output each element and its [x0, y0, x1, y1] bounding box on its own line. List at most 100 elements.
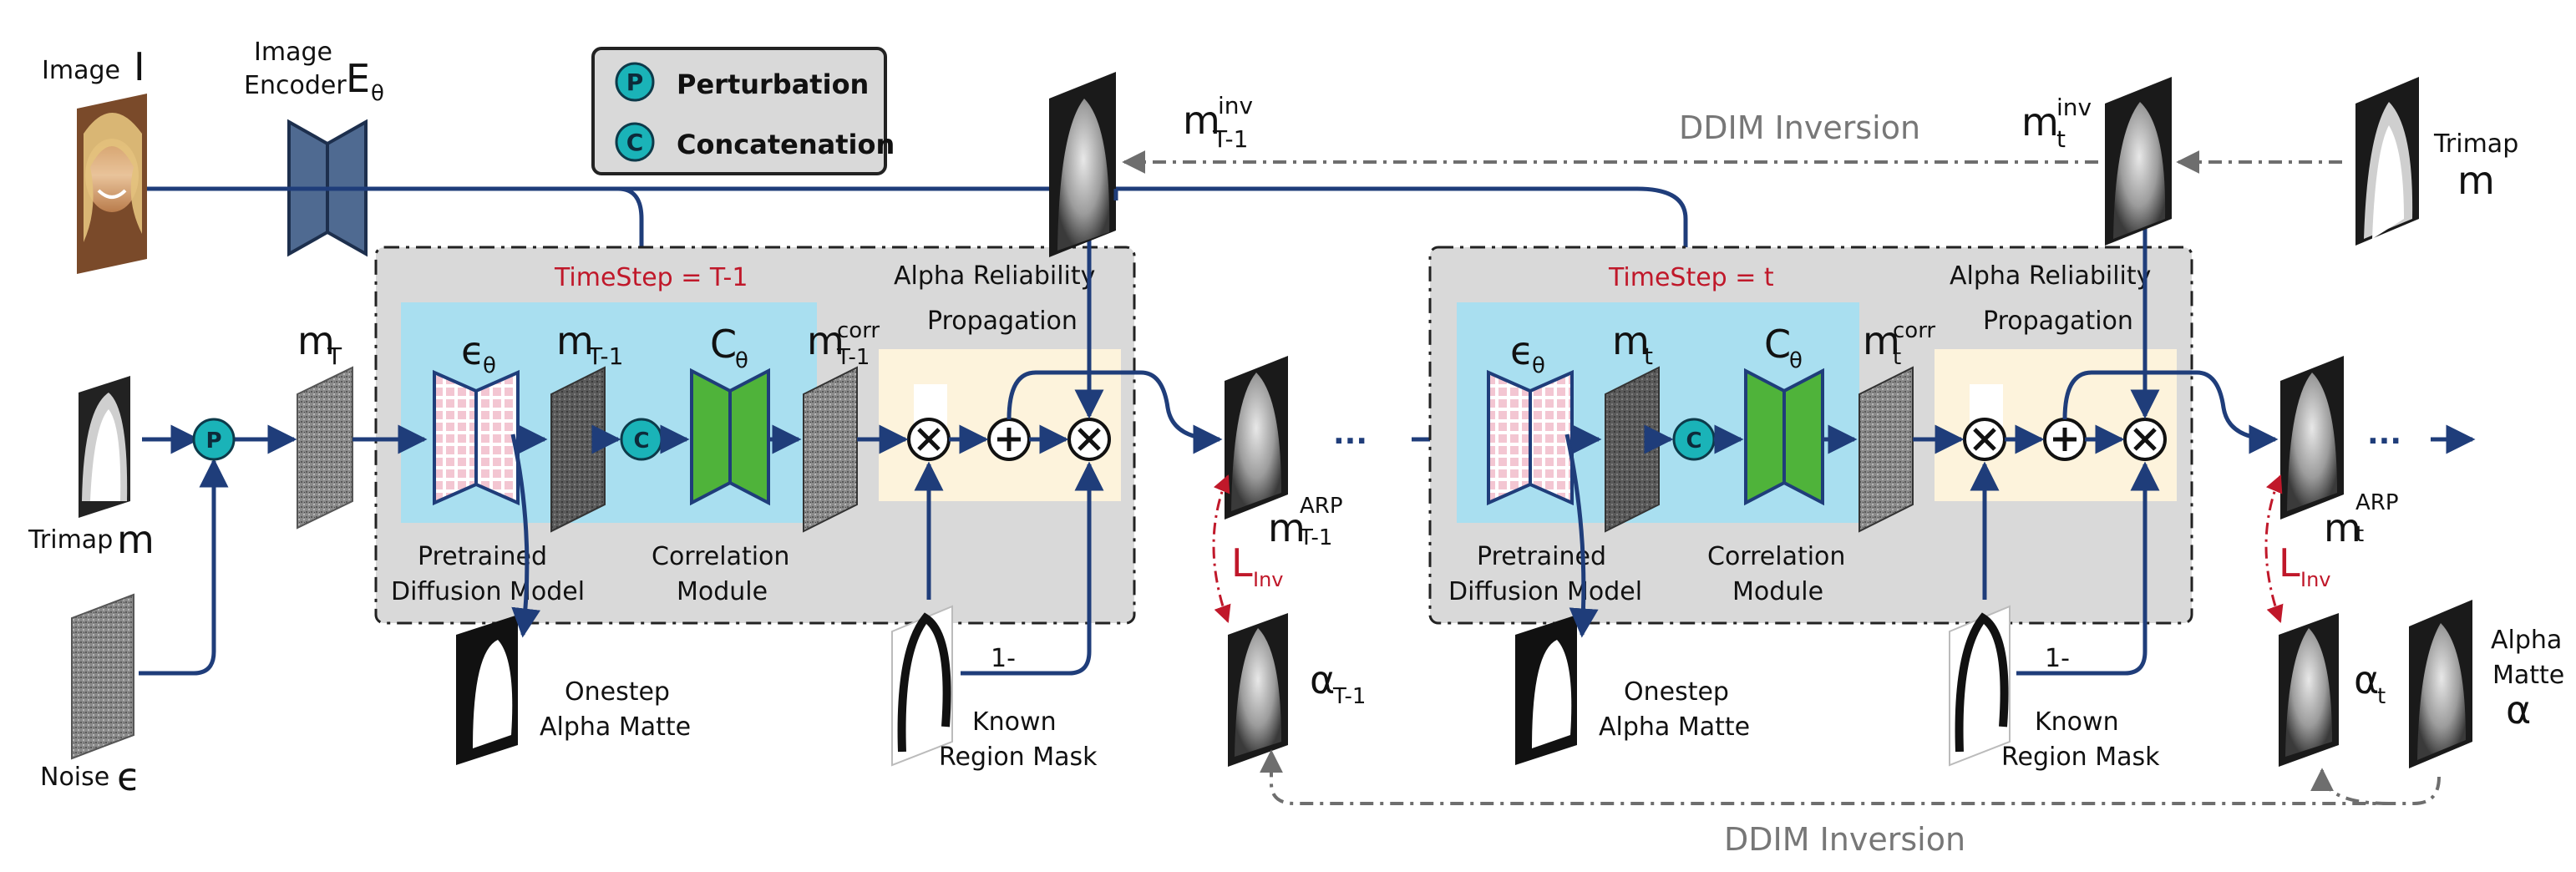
stage2-onestep-1: Onestep — [1624, 677, 1729, 707]
stage2-eps-sub: θ — [1532, 353, 1545, 378]
stage2-m-inv-label: m — [2021, 99, 2059, 144]
final-alpha-label-2: Matte — [2492, 661, 2564, 690]
stage-2: TimeStep = t Alpha Reliability Propagati… — [1428, 246, 2193, 742]
stage1-known-region-mask: Known Region Mask 1- — [891, 605, 1098, 772]
stage2-l-inv: L Inv — [2264, 474, 2331, 623]
stage2-m-prev-map — [1605, 366, 1660, 533]
ddim-inversion-bottom-label: DDIM Inversion — [1724, 821, 1965, 858]
trimap-label: Trimap — [28, 525, 113, 555]
stage1-m-corr-sup: corr — [837, 318, 880, 343]
stage1-eps: ϵ — [461, 328, 484, 373]
stage1-ops — [907, 418, 1111, 461]
stage2-timestep: TimeStep = t — [1608, 263, 1774, 292]
stage2-known-2: Region Mask — [2001, 743, 2160, 772]
stage1-pretrained-2: Diffusion Model — [391, 577, 585, 606]
noise-input: Noise ϵ — [40, 593, 140, 799]
stage2-m-inv-sup: inv — [2056, 94, 2092, 121]
encoder-subscript: θ — [371, 81, 384, 106]
stage2-known-1: Known — [2035, 707, 2119, 737]
concatenation-op-icon — [615, 122, 655, 162]
perturbation-op-symbol: P — [205, 428, 221, 454]
stage2-m-prev-sub: t — [1644, 342, 1653, 370]
stage1-m-corr: m — [807, 318, 844, 363]
final-alpha-label-1: Alpha — [2491, 626, 2562, 655]
stage2-eps: ϵ — [1510, 328, 1534, 373]
final-alpha-symbol: α — [2506, 687, 2531, 733]
stage1-onestep-1: Onestep — [565, 677, 670, 707]
legend-p-symbol: P — [626, 68, 644, 96]
stage1-eps-sub: θ — [483, 353, 496, 378]
stage2-l-inv-label: L — [2279, 540, 2300, 586]
stage1-onestep-alpha-matte — [456, 615, 518, 765]
stage2-m-inv: m inv t — [2021, 77, 2172, 246]
encoder-label-2: Encoder — [244, 71, 347, 100]
stage1-one-minus: 1- — [991, 644, 1016, 673]
stage2-corr-module-sub: θ — [1789, 348, 1803, 373]
stage2-m-arp-sub: t — [2355, 522, 2364, 547]
stage1-m-prev-sub: T-1 — [587, 342, 623, 370]
stage1-m-arp-label: m — [1268, 505, 1306, 550]
stage1-m-prev: m — [556, 318, 594, 363]
stage2-m-corr: m — [1863, 318, 1900, 363]
stage1-correlation-1: Correlation — [652, 542, 789, 571]
stage2-correlation-module — [1744, 368, 1824, 506]
stage1-arp-title-1: Alpha Reliability — [894, 261, 1095, 291]
stage2-pretrained-2: Diffusion Model — [1448, 577, 1642, 606]
ddim-inversion-bottom-path — [1260, 749, 2441, 805]
trimap-input: Trimap m — [28, 376, 155, 562]
stage1-m-inv: m inv T-1 — [1049, 72, 1253, 257]
noise-label: Noise — [40, 763, 109, 792]
top-right-trimap-label: Trimap — [2433, 129, 2518, 159]
final-alpha-matte: Alpha Matte α — [2409, 600, 2564, 768]
legend-perturbation-label: Perturbation — [677, 68, 869, 100]
stage2-correlation-1: Correlation — [1707, 542, 1845, 571]
stage2-pretrained-1: Pretrained — [1477, 542, 1606, 571]
stage2-ops — [1963, 418, 2167, 461]
encoder-symbol: E — [346, 56, 370, 101]
image-symbol: I — [134, 44, 145, 89]
ellipsis-2: ··· — [2367, 424, 2401, 459]
stage2-arp-title-1: Alpha Reliability — [1950, 261, 2151, 291]
stage2-known-region-mask: Known Region Mask 1- — [1949, 605, 2160, 772]
stage2-alpha-sub: t — [2377, 684, 2386, 709]
stage2-m-arp-label: m — [2324, 505, 2361, 550]
stage2-onestep-alpha-matte — [1515, 615, 1577, 765]
stage2-alpha: α t — [2279, 613, 2386, 767]
stage1-arp-title-2: Propagation — [927, 307, 1078, 336]
stage2-m-corr-map — [1858, 366, 1914, 533]
noise-symbol: ϵ — [117, 754, 140, 799]
stage2-one-minus: 1- — [2045, 644, 2070, 673]
stage2-correlation-2: Module — [1732, 577, 1823, 606]
stage1-m-inv-sup: inv — [1218, 92, 1253, 119]
stage1-correlation-2: Module — [677, 577, 768, 606]
stage1-m-arp-sub: T-1 — [1299, 525, 1332, 550]
stage1-m-corr-sub: T-1 — [836, 345, 870, 370]
stage2-l-inv-sub: Inv — [2300, 568, 2331, 591]
trimap-symbol: m — [117, 517, 155, 562]
stage2-corr-module: C — [1764, 322, 1791, 367]
legend-concatenation-label: Concatenation — [677, 129, 895, 160]
input-flows — [139, 186, 1701, 676]
stage1-corr-module: C — [710, 322, 737, 367]
stage1-alpha-sub: T-1 — [1332, 684, 1366, 709]
ellipsis-1: ··· — [1333, 424, 1367, 459]
stage2-concat-symbol: C — [1686, 428, 1701, 454]
top-right-trimap: Trimap m — [2355, 77, 2518, 246]
stage1-m-prev-map — [550, 366, 606, 533]
m-T-sub: T — [327, 342, 342, 370]
stage1-m-arp-sup: ARP — [1300, 494, 1343, 519]
stage1-alpha: α T-1 — [1228, 613, 1366, 767]
image-encoder: Image Encoder E θ — [244, 38, 384, 257]
stage1-l-inv: L Inv — [1212, 474, 1284, 623]
legend-box: P Perturbation C Concatenation — [591, 47, 895, 175]
m-T-noise-map: m T — [297, 318, 353, 530]
top-right-trimap-symbol: m — [2457, 158, 2495, 203]
stage1-correlation-module — [690, 368, 770, 506]
stage1-m-corr-map — [803, 366, 858, 533]
stage1-timestep: TimeStep = T-1 — [554, 263, 748, 292]
m-T-label: m — [297, 318, 335, 363]
legend-c-symbol: C — [626, 129, 644, 156]
stage2-m-arp-sup: ARP — [2355, 490, 2399, 515]
stage2-m-arp: m ARP t — [2280, 356, 2399, 550]
